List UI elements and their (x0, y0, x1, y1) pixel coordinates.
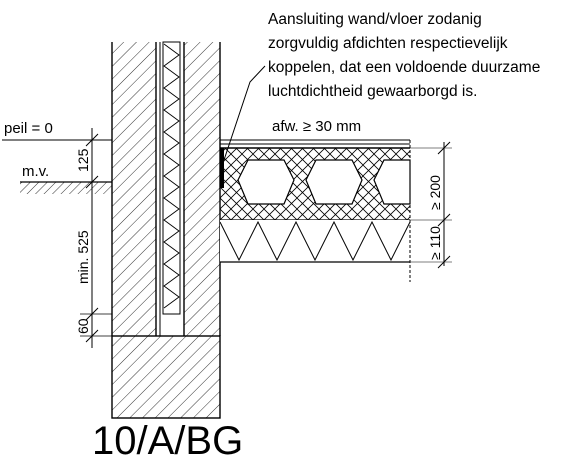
note-leader-line (223, 65, 266, 161)
cavity-insulation (162, 41, 181, 315)
left-dimension-chain (80, 128, 112, 348)
dimension-60: 60 (75, 318, 91, 334)
dimension-125: 125 (75, 148, 91, 172)
level-zero: peil = 0 (2, 120, 112, 141)
sealant-joint (220, 148, 224, 188)
finish-thickness-label: afw. ≥ 30 mm (272, 118, 361, 135)
dimension-200: ≥ 200 (427, 175, 443, 210)
dimension-525: min. 525 (75, 230, 91, 284)
level-zero-label: peil = 0 (4, 120, 53, 137)
outer-wall-leaf (111, 42, 157, 336)
ground-level: m.v. (20, 163, 112, 194)
hollow-core-slab (220, 148, 411, 221)
note-line-3: koppelen, dat een voldoende duurzame (268, 59, 540, 76)
note-line-4: luchtdichtheid gewaarborgd is. (268, 83, 477, 100)
detail-code: 10/A/BG (92, 419, 243, 461)
slab-insulation (219, 220, 411, 263)
note-line-2: zorgvuldig afdichten respectievelijk (268, 35, 508, 52)
ground-level-label: m.v. (22, 163, 49, 180)
foundation-footing (111, 335, 221, 419)
note-line-1: Aansluiting wand/vloer zodanig (268, 11, 482, 28)
dimension-110: ≥ 110 (427, 226, 443, 260)
inner-wall-leaf (183, 42, 221, 336)
sealing-note: Aansluiting wand/vloer zodanig zorgvuldi… (268, 11, 540, 100)
right-dimension-chain (410, 141, 452, 269)
floor-finish (220, 139, 410, 149)
